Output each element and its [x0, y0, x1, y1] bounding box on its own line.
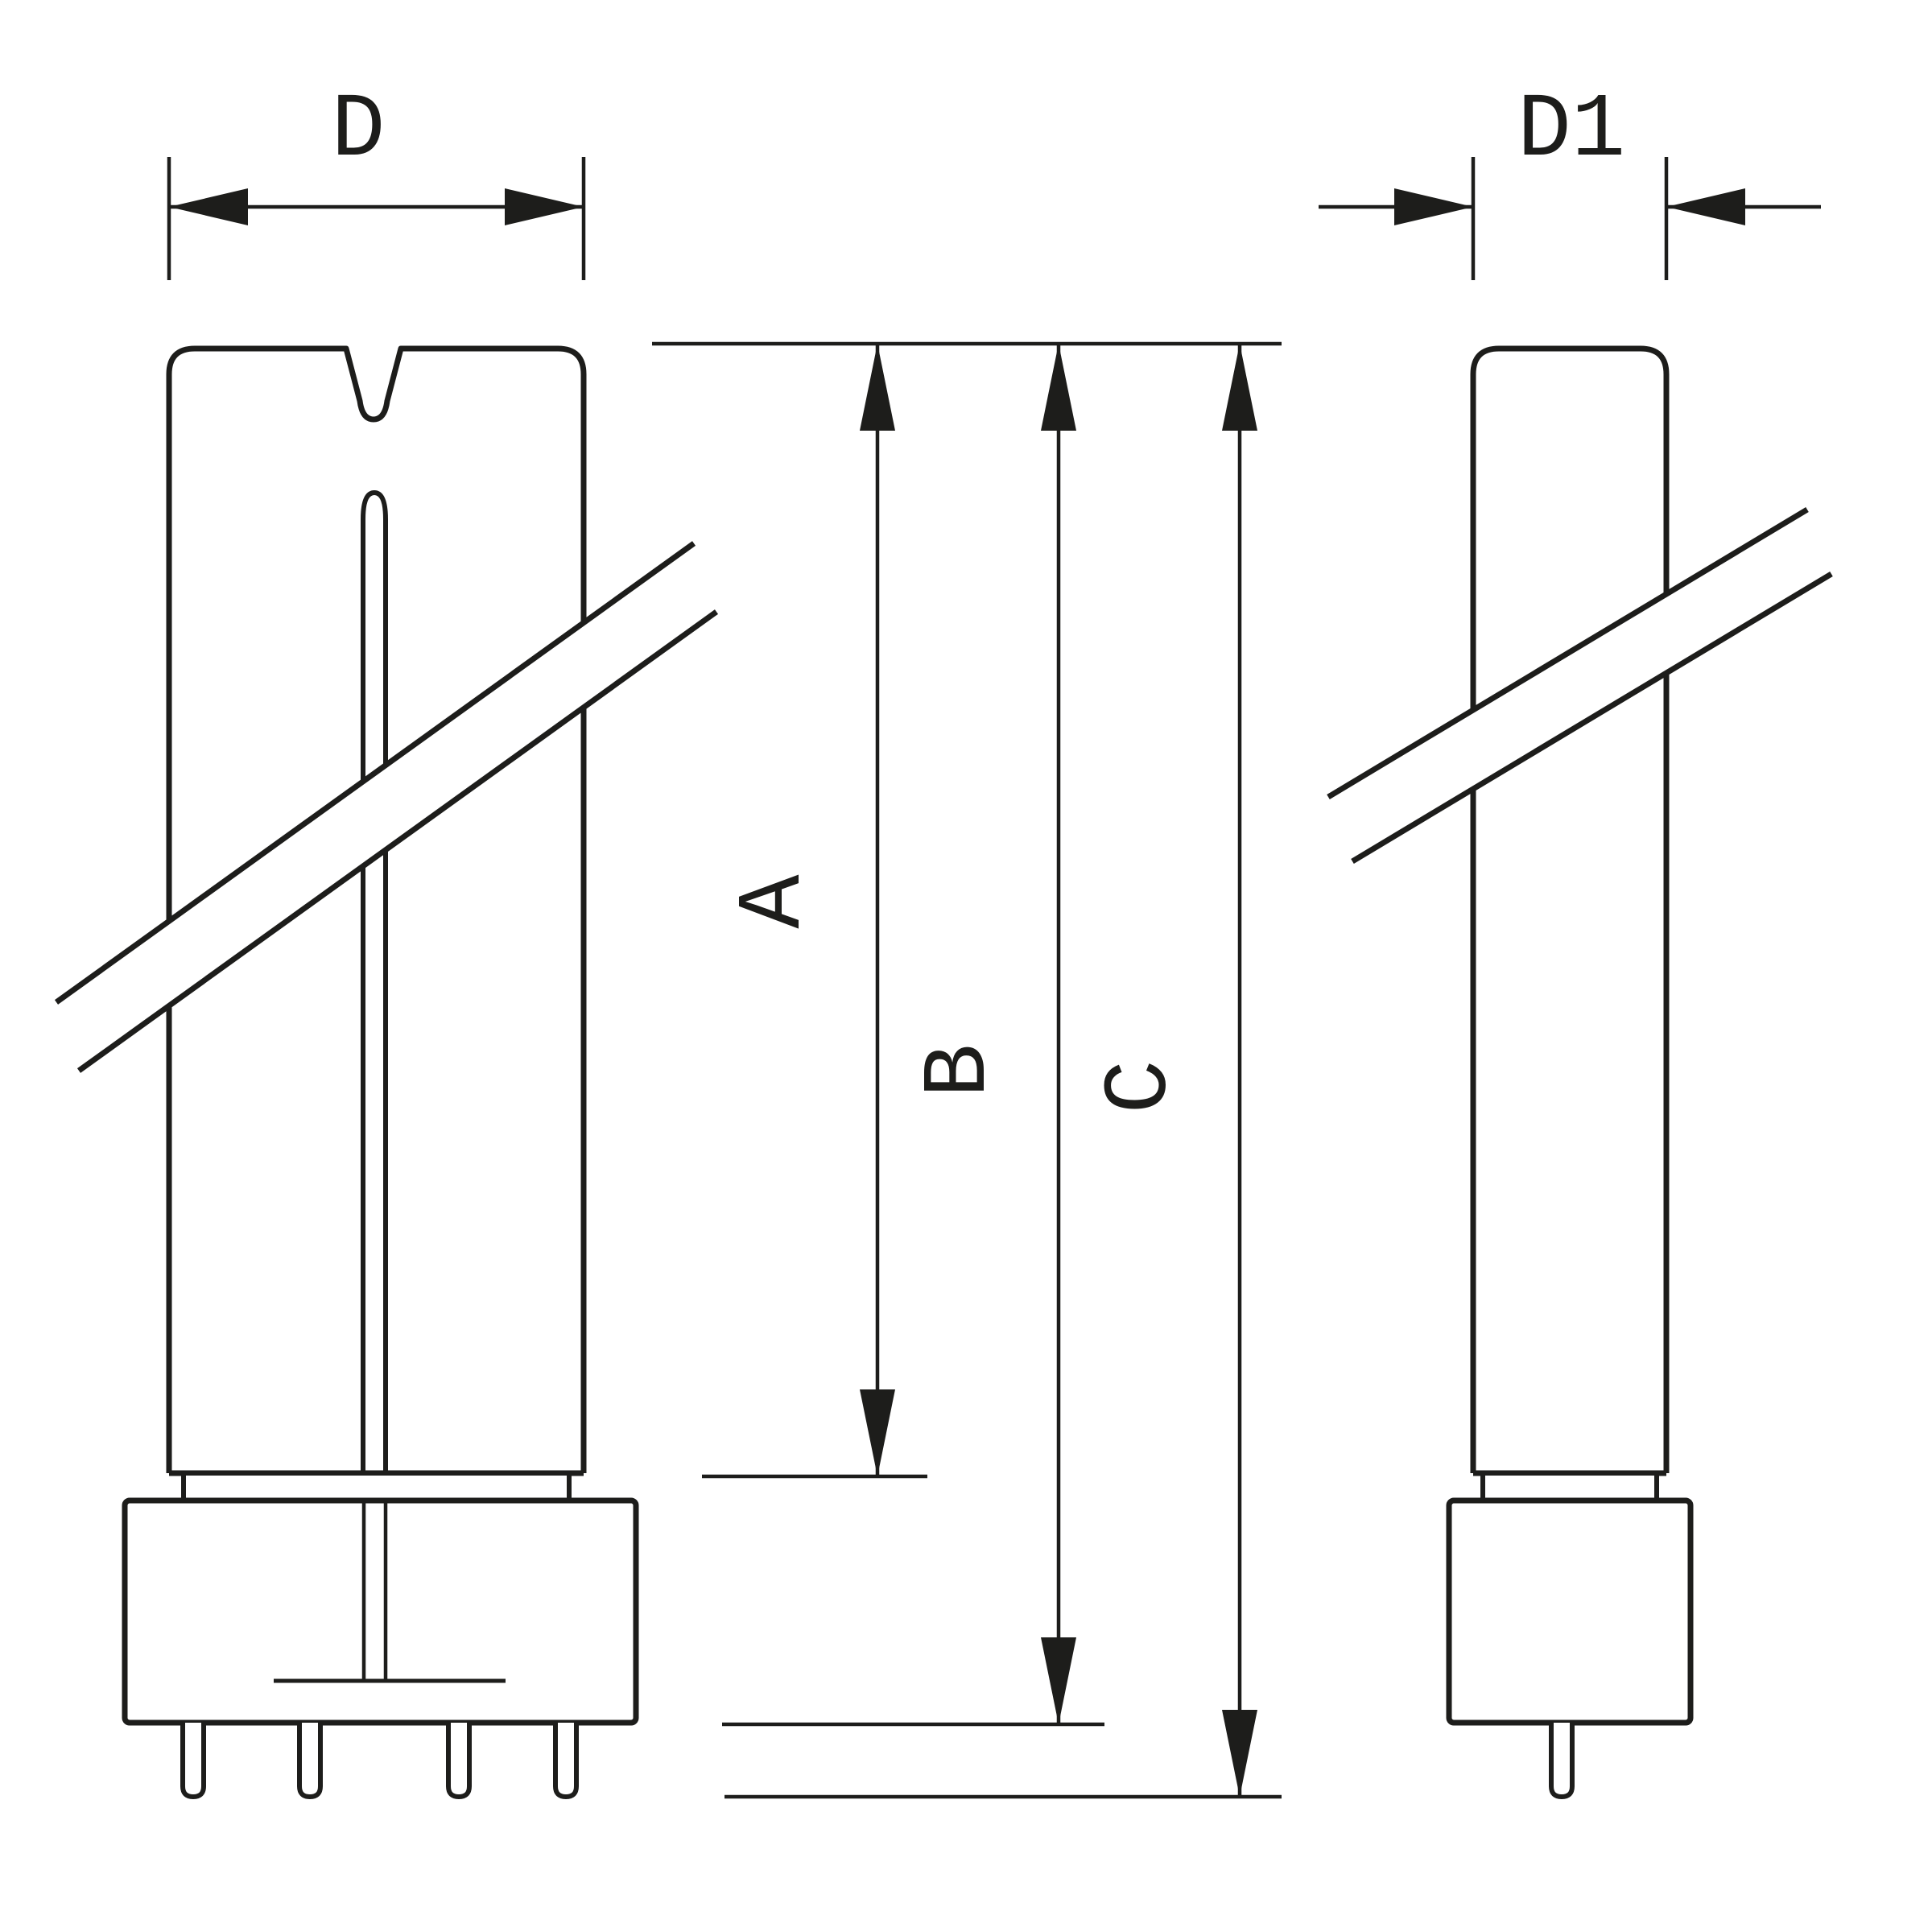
- pin-2: [297, 1723, 323, 1799]
- break-line-upper: [54, 541, 696, 1005]
- pin-1: [180, 1723, 206, 1799]
- pin-3: [446, 1723, 472, 1799]
- dimension-a: A: [702, 344, 927, 1479]
- dimension-c: C: [724, 344, 1282, 1799]
- tube-fold-slot: [361, 490, 388, 1473]
- arrowhead-right-icon: [505, 188, 584, 225]
- dimension-d: D: [167, 80, 586, 280]
- break-line-upper: [1327, 506, 1809, 800]
- break-mask: [1328, 510, 1831, 861]
- arrowhead-inward-left-icon: [1394, 188, 1473, 225]
- arrowhead-up-icon: [1222, 344, 1257, 431]
- break-mask: [56, 543, 716, 1071]
- tube-outline: [166, 345, 587, 1473]
- lamp-front-view: [54, 345, 719, 1799]
- dimension-d-label: D: [331, 80, 385, 182]
- pin-side: [1549, 1723, 1575, 1799]
- lamp-side-view: [1327, 345, 1833, 1799]
- arrowhead-inward-right-icon: [1666, 188, 1745, 225]
- vertical-dimensions: A B C: [652, 341, 1282, 1799]
- dimension-d1-label: D1: [1517, 80, 1625, 182]
- break-line-lower: [76, 609, 719, 1073]
- arrowhead-left-icon: [169, 188, 248, 225]
- dimension-c-label: C: [1090, 1059, 1192, 1113]
- tube-outline: [1470, 345, 1670, 1473]
- arrowhead-up-icon: [860, 344, 895, 431]
- arrowhead-down-icon: [1041, 1637, 1076, 1724]
- pin-4: [553, 1723, 579, 1799]
- break-line-lower: [1351, 571, 1833, 865]
- dimension-b-label: B: [909, 1043, 1011, 1097]
- lamp-cap: [1446, 1497, 1694, 1726]
- lamp-cap: [122, 1497, 639, 1726]
- base-flange: [181, 1471, 572, 1503]
- dimension-a-label: A: [724, 874, 826, 929]
- dimension-d1: D1: [1319, 80, 1821, 280]
- base-flange: [1480, 1471, 1659, 1503]
- arrowhead-down-icon: [860, 1389, 895, 1476]
- dimension-b: B: [722, 344, 1104, 1727]
- arrowhead-down-icon: [1222, 1710, 1257, 1797]
- arrowhead-up-icon: [1041, 344, 1076, 431]
